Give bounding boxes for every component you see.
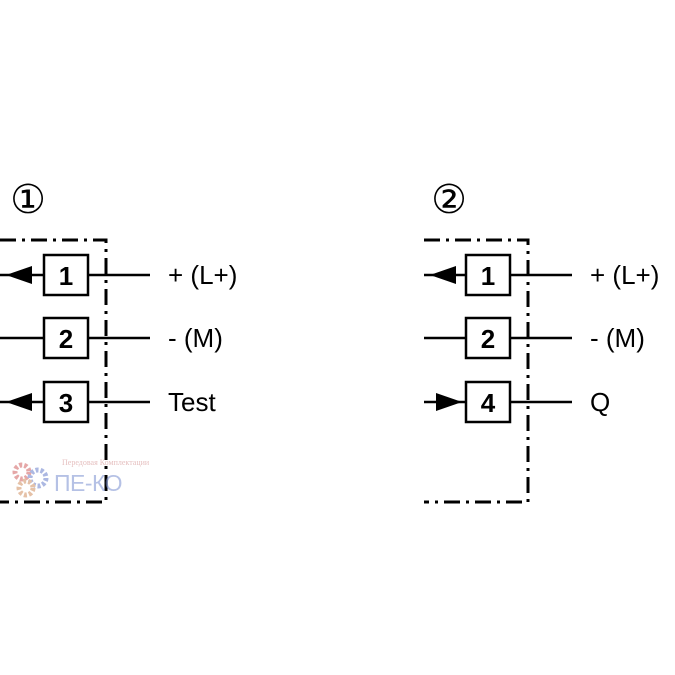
diagram-1-pin-number: 1 bbox=[59, 261, 73, 291]
watermark: Передовая Комплектации ПЕ-КО bbox=[6, 458, 166, 502]
diagram-2-pin-row: 4 Q bbox=[424, 380, 610, 424]
diagram-2-pin-row: 1 + (L+) bbox=[424, 253, 659, 297]
arrow-left-icon bbox=[430, 266, 456, 284]
diagram-1-pin-label: + (L+) bbox=[168, 260, 237, 290]
diagram-2-pin-label: - (M) bbox=[590, 323, 645, 353]
diagram-2-pin-label: + (L+) bbox=[590, 260, 659, 290]
arrow-right-icon bbox=[436, 393, 462, 411]
diagram-1-pin-label: Test bbox=[168, 387, 216, 417]
diagram-1: ① 1 + (L+) 2 - (M) 3 Test bbox=[0, 177, 237, 504]
gear-icon bbox=[12, 462, 49, 498]
diagram-1-number: ① bbox=[10, 177, 46, 223]
diagram-2-pin-number: 1 bbox=[481, 261, 495, 291]
diagram-1-pin-box bbox=[42, 253, 90, 297]
arrow-left-icon bbox=[6, 393, 32, 411]
diagram-1-pin-number: 3 bbox=[59, 388, 73, 418]
diagram-2-pin-number: 4 bbox=[481, 388, 496, 418]
diagram-1-pin-label: - (M) bbox=[168, 323, 223, 353]
arrow-left-icon bbox=[6, 266, 32, 284]
diagram-1-pin-number: 2 bbox=[59, 324, 73, 354]
diagram-2-pin-box bbox=[464, 380, 512, 424]
diagram-1-pin-row: 3 Test bbox=[0, 380, 216, 424]
watermark-logo: ПЕ-КО bbox=[54, 470, 123, 496]
diagram-2: ② 1 + (L+) 2 - (M) 4 Q bbox=[424, 177, 659, 504]
diagram-1-pin-row: 2 - (M) bbox=[0, 316, 223, 360]
watermark-tagline: Передовая Комплектации bbox=[62, 458, 150, 467]
diagram-2-housing bbox=[424, 238, 530, 504]
diagram-1-housing bbox=[0, 238, 108, 504]
diagram-2-pin-label: Q bbox=[590, 387, 610, 417]
diagram-2-pin-row: 2 - (M) bbox=[424, 316, 645, 360]
diagram-2-number: ② bbox=[431, 177, 467, 223]
diagram-1-pin-row: 1 + (L+) bbox=[0, 253, 237, 297]
diagram-2-pin-number: 2 bbox=[481, 324, 495, 354]
